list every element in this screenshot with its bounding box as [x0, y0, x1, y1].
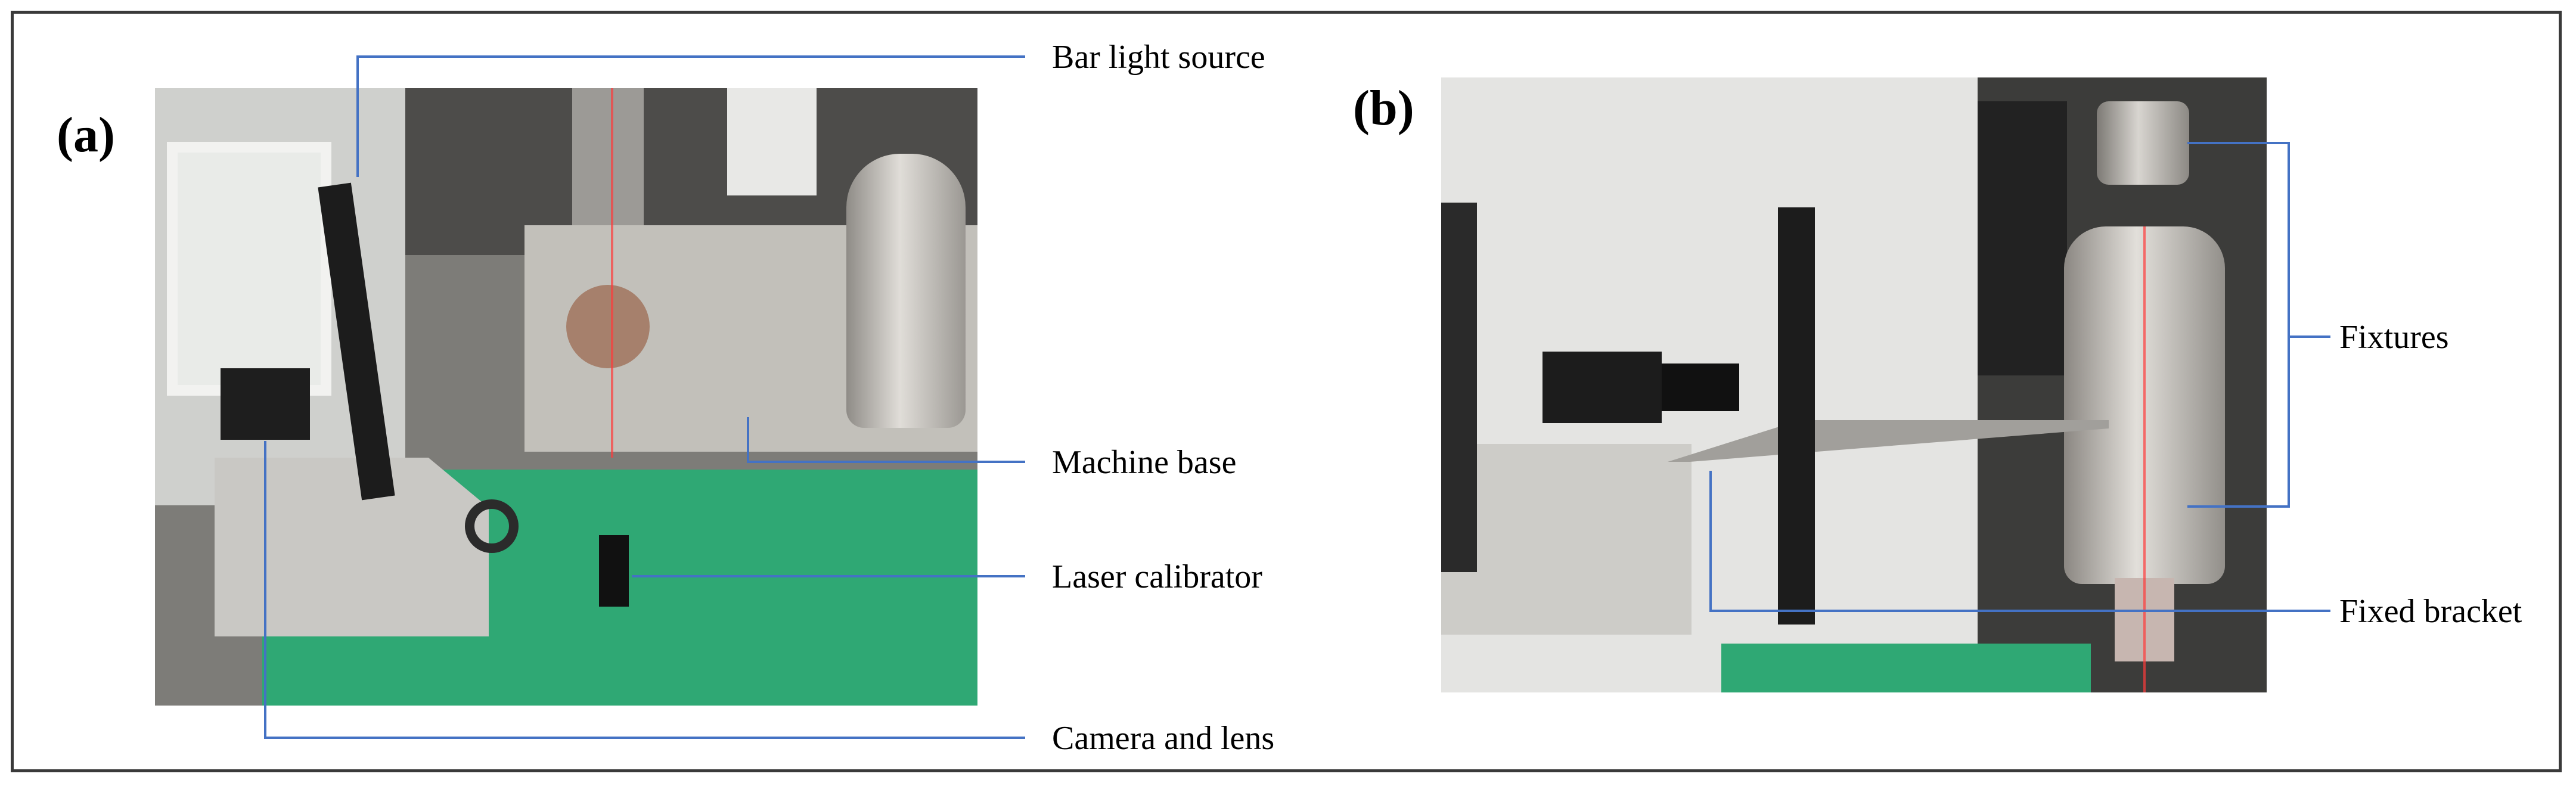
panel-b-aluminum-profile	[1441, 444, 1692, 635]
leader-bar-light-source	[356, 55, 1025, 177]
leader-camera-and-lens	[264, 441, 1025, 739]
panel-a-white-post	[727, 88, 817, 195]
panel-a-cylinder	[846, 154, 966, 428]
callout-machine-base: Machine base	[1052, 444, 1237, 481]
callout-fixtures: Fixtures	[2339, 319, 2449, 356]
panel-b-label: (b)	[1353, 80, 1414, 136]
panel-b-camera	[1543, 352, 1662, 423]
panel-a-gray-plate	[215, 458, 489, 636]
callout-fixed-bracket: Fixed bracket	[2339, 593, 2522, 630]
callout-bar-light-source: Bar light source	[1052, 39, 1265, 76]
panel-a-camera	[221, 368, 310, 440]
panel-b-photo	[1441, 77, 2267, 692]
panel-b-green-strip	[1721, 644, 2091, 692]
figure-frame	[11, 11, 2562, 772]
panel-a-fixture-disc	[566, 285, 650, 368]
panel-b-lens	[1662, 364, 1739, 411]
panel-b-bar-light	[1778, 207, 1815, 625]
callout-laser-calibrator: Laser calibrator	[1052, 558, 1262, 595]
panel-a-laser-calibrator	[599, 535, 629, 607]
leader-fixtures	[2187, 142, 2290, 508]
panel-b-dark-post	[1441, 203, 1477, 572]
panel-b-top-fixture	[2097, 101, 2189, 185]
panel-b-laser-line	[2143, 226, 2146, 692]
leader-machine-base	[747, 417, 1025, 463]
panel-b-motor	[1978, 101, 2067, 375]
leader-fixed-bracket	[1709, 471, 2330, 612]
panel-a-label: (a)	[57, 107, 115, 163]
panel-a-laser-line	[611, 88, 613, 458]
panel-a-photo	[155, 88, 977, 706]
callout-camera-and-lens: Camera and lens	[1052, 720, 1275, 757]
